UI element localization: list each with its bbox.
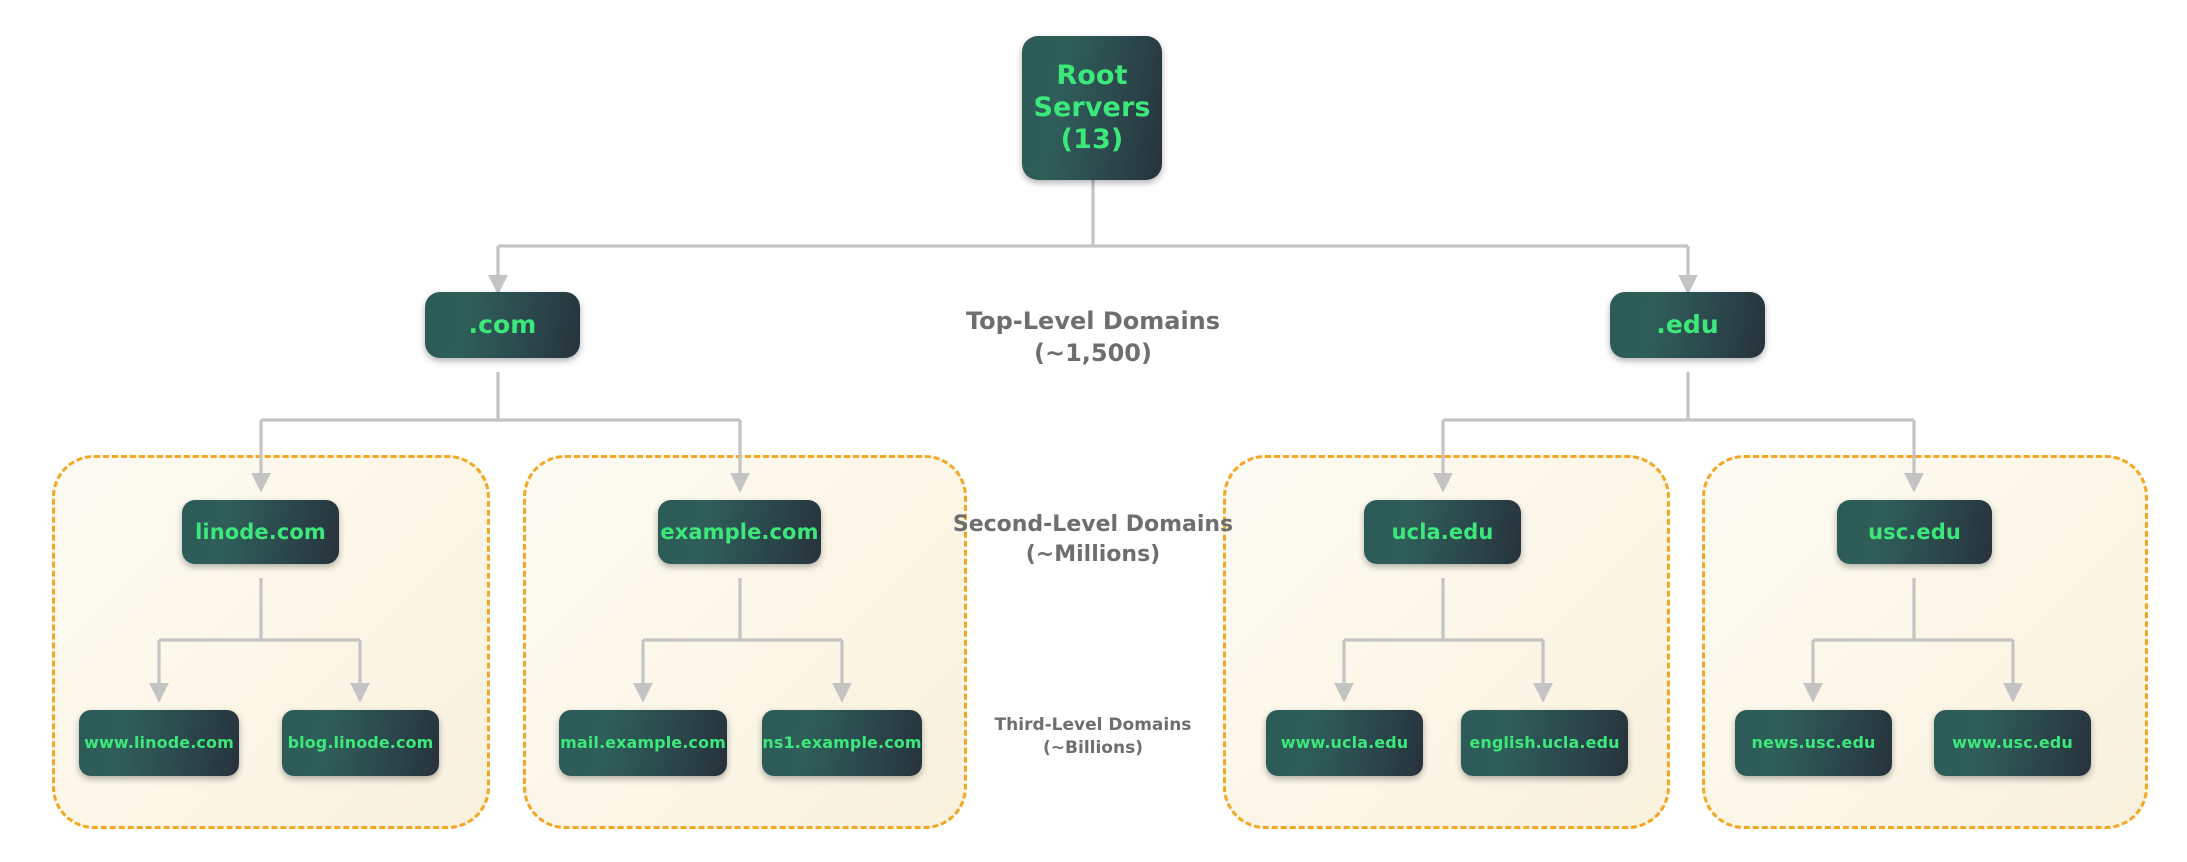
node-sld-usc-edu[interactable]: usc.edu bbox=[1837, 500, 1992, 564]
node-third-mail-example-com[interactable]: mail.example.com bbox=[559, 710, 727, 776]
tier-label-top-level-domains: Top-Level Domains (~1,500) bbox=[965, 307, 1221, 368]
node-sld-linode-com[interactable]: linode.com bbox=[182, 500, 339, 564]
node-tld-edu[interactable]: .edu bbox=[1610, 292, 1765, 358]
node-third-www-ucla-edu[interactable]: www.ucla.edu bbox=[1266, 710, 1423, 776]
node-root-servers[interactable]: Root Servers (13) bbox=[1022, 36, 1162, 180]
node-third-english-ucla-edu[interactable]: english.ucla.edu bbox=[1461, 710, 1628, 776]
node-third-news-usc-edu[interactable]: news.usc.edu bbox=[1735, 710, 1892, 776]
node-third-www-usc-edu[interactable]: www.usc.edu bbox=[1934, 710, 2091, 776]
node-third-www-linode-com[interactable]: www.linode.com bbox=[79, 710, 239, 776]
node-sld-ucla-edu[interactable]: ucla.edu bbox=[1364, 500, 1521, 564]
node-tld-com[interactable]: .com bbox=[425, 292, 580, 358]
tier-label-second-level-domains: Second-Level Domains (~Millions) bbox=[952, 512, 1234, 567]
node-third-blog-linode-com[interactable]: blog.linode.com bbox=[282, 710, 439, 776]
tier-label-third-level-domains: Third-Level Domains (~Billions) bbox=[994, 715, 1192, 758]
node-third-ns1-example-com[interactable]: ns1.example.com bbox=[762, 710, 922, 776]
node-sld-example-com[interactable]: example.com bbox=[658, 500, 821, 564]
